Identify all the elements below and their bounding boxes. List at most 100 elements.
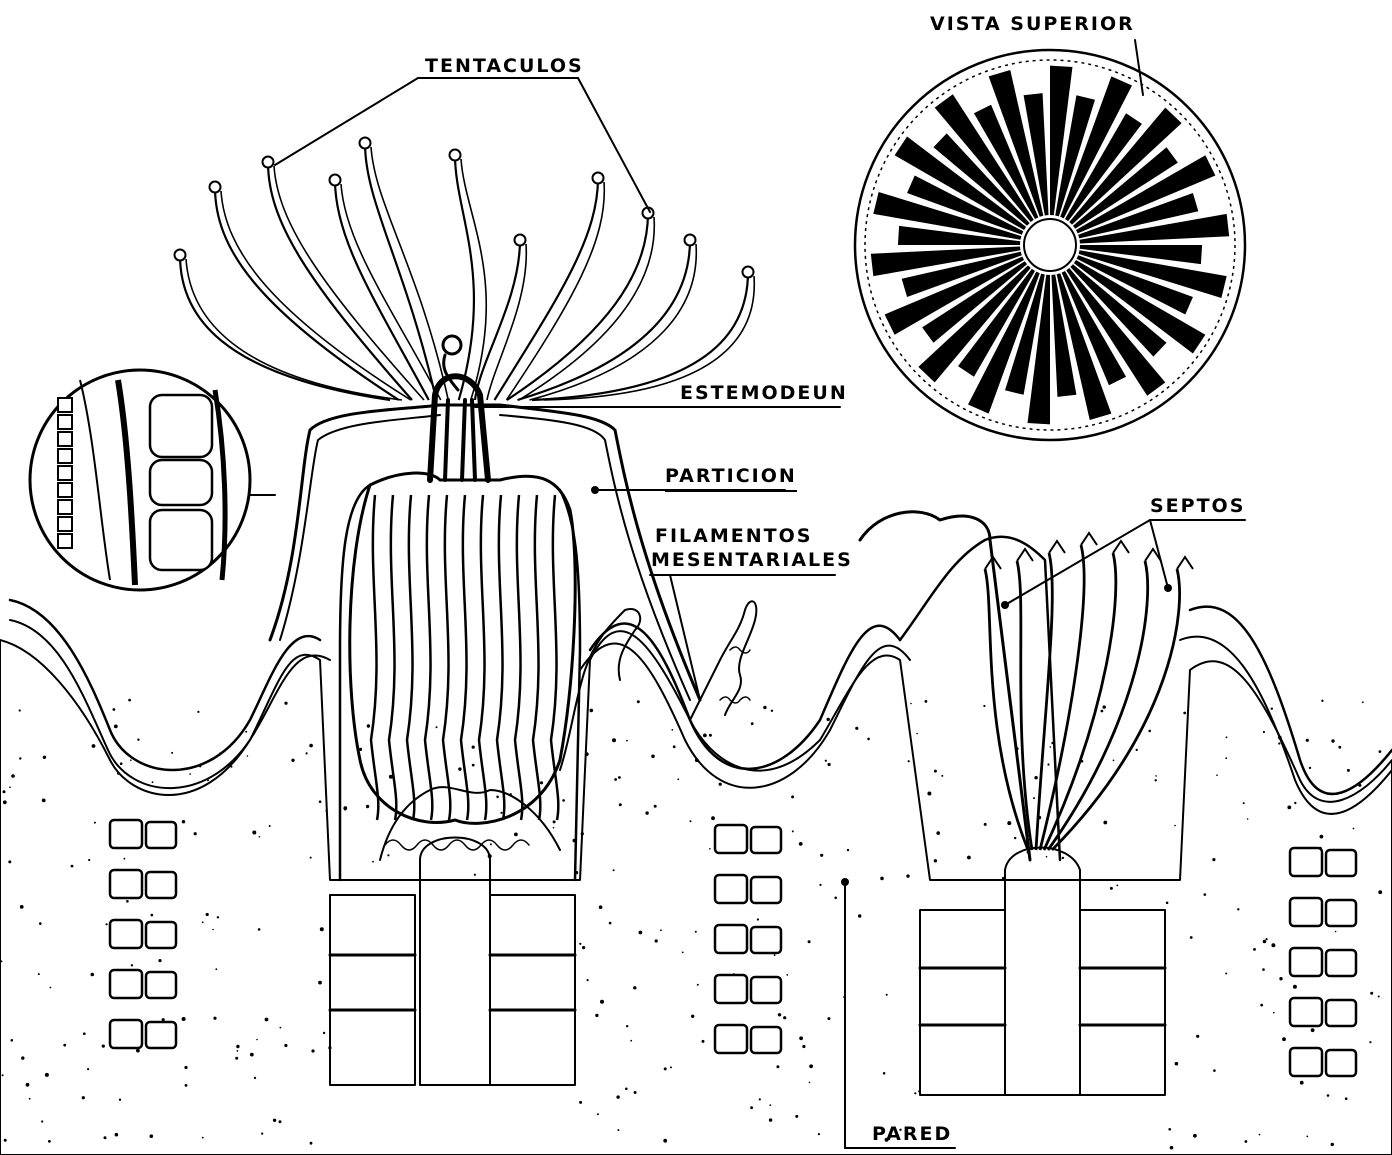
stipple-dot: [215, 968, 217, 970]
stipple-dot: [1362, 701, 1364, 703]
stipple-dot: [1213, 1069, 1216, 1072]
stipple-dot: [769, 1104, 771, 1106]
tentacle-tip: [515, 235, 526, 246]
stipple-dot: [1338, 746, 1341, 749]
skeleton-block: [751, 927, 781, 953]
stipple-dot: [769, 1118, 772, 1121]
stipple-dot: [490, 843, 492, 845]
skeleton-block: [1290, 898, 1322, 926]
stipple-dot: [256, 1039, 258, 1041]
stipple-dot: [600, 1000, 604, 1004]
stipple-dot: [436, 726, 438, 728]
stipple-dot: [1148, 730, 1151, 733]
stipple-dot: [11, 1039, 14, 1042]
stipple-dot: [38, 973, 40, 975]
stipple-dot: [310, 857, 312, 859]
stipple-dot: [617, 1129, 619, 1131]
stipple-dot: [1237, 908, 1239, 910]
stipple-dot: [827, 1017, 830, 1020]
stipple-dot: [4, 1139, 7, 1142]
stipple-dot: [553, 820, 556, 823]
stipple-dot: [645, 811, 648, 814]
stipple-dot: [691, 1015, 694, 1018]
stipple-dot: [113, 708, 116, 711]
tentacle-tip: [330, 175, 341, 186]
stipple-dot: [1293, 985, 1297, 989]
stipple-dot: [136, 1049, 140, 1053]
stipple-dot: [343, 806, 347, 810]
stipple-dot: [259, 836, 261, 838]
stipple-dot: [654, 805, 657, 808]
stipple-dot: [1259, 1134, 1261, 1136]
stipple-dot: [820, 854, 823, 857]
stipple-dot: [808, 940, 811, 943]
stipple-dot: [311, 1049, 314, 1052]
stipple-dot: [269, 825, 271, 827]
stipple-dot: [63, 1044, 66, 1047]
stipple-dot: [553, 827, 555, 829]
stipple-dot: [1335, 931, 1337, 933]
stipple-dot: [619, 803, 622, 806]
stipple-dot: [137, 739, 139, 741]
stipple-dot: [677, 778, 679, 780]
skeleton-block: [715, 825, 747, 853]
stipple-dot: [29, 1098, 31, 1100]
stipple-dot: [1033, 797, 1035, 799]
inset-small-cell: [58, 398, 72, 412]
stipple-dot: [1212, 858, 1215, 861]
stipple-dot: [319, 800, 322, 803]
top-view-disc: [855, 50, 1245, 440]
label-pared: PARED: [872, 1124, 952, 1145]
stipple-dot: [252, 831, 256, 835]
stipple-dot: [867, 738, 870, 741]
stipple-dot: [88, 859, 90, 861]
skeleton-block: [751, 977, 781, 1003]
stipple-dot: [819, 884, 821, 886]
stipple-dot: [8, 860, 11, 863]
stipple-dot: [247, 755, 249, 757]
stipple-dot: [3, 800, 7, 804]
stipple-dot: [1379, 750, 1382, 753]
stipple-dot: [42, 799, 46, 803]
stipple-dot: [45, 1073, 49, 1077]
stipple-dot: [540, 781, 543, 784]
stipple-dot: [1327, 1094, 1330, 1097]
stipple-dot: [1282, 1037, 1286, 1041]
stipple-dot: [934, 859, 937, 862]
skeleton-block: [146, 1022, 176, 1048]
stipple-dot: [637, 700, 640, 703]
stipple-dot: [1345, 1097, 1348, 1100]
inset-small-cell: [58, 449, 72, 463]
stipple-dot: [104, 1136, 107, 1139]
skeleton-block: [146, 872, 176, 898]
skeleton-block: [1290, 848, 1322, 876]
stipple-dot: [763, 706, 766, 709]
stipple-dot: [883, 1072, 886, 1075]
inset-small-cell: [58, 432, 72, 446]
stipple-dot: [1266, 938, 1268, 940]
stipple-dot: [616, 1095, 619, 1098]
stipple-dot: [759, 1098, 761, 1100]
stipple-dot: [1225, 757, 1227, 759]
inset-large-cell: [150, 460, 212, 505]
stipple-dot: [582, 946, 585, 949]
stipple-dot: [158, 959, 161, 962]
stipple-dot: [189, 773, 191, 775]
skeleton-block: [146, 972, 176, 998]
stipple-dot: [936, 831, 940, 835]
stipple-dot: [1294, 802, 1296, 804]
skeleton-block: [110, 920, 142, 948]
stipple-dot: [802, 1045, 805, 1048]
stipple-dot: [92, 744, 96, 748]
inset-small-cell: [58, 534, 72, 548]
stipple-dot: [202, 1137, 204, 1139]
stipple-dot: [711, 816, 715, 820]
stipple-dot: [858, 914, 861, 917]
stipple-dot: [1378, 890, 1382, 894]
stipple-dot: [664, 1067, 667, 1070]
stipple-dot: [120, 762, 123, 765]
label-septos: SEPTOS: [1150, 496, 1245, 517]
stipple-dot: [367, 724, 370, 727]
stipple-dot: [984, 823, 987, 826]
stipple-dot: [1216, 774, 1218, 776]
